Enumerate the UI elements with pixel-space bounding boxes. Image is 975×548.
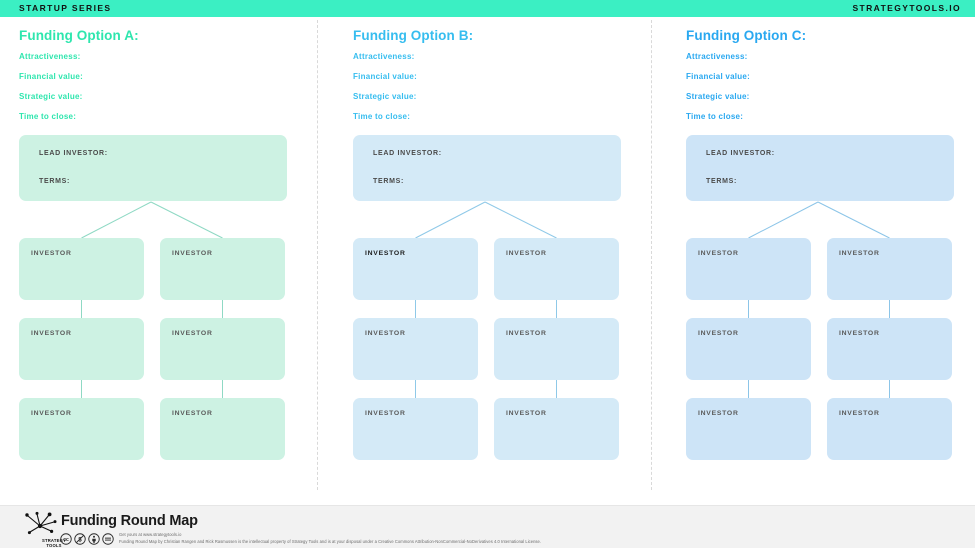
logo-word-line1: STRATEGY (41, 538, 67, 543)
investor-box-c-5[interactable]: INVESTOR (686, 398, 811, 460)
investor-label-c-3: INVESTOR (698, 330, 739, 337)
investor-box-b-4[interactable]: INVESTOR (494, 318, 619, 380)
criterion-label-c-2[interactable]: Strategic value: (686, 92, 750, 101)
investor-box-a-4[interactable]: INVESTOR (160, 318, 285, 380)
lead-investor-label-b: LEAD INVESTOR: (373, 150, 442, 157)
logo-word-line2: TOOLS (46, 543, 62, 548)
brand-url-label: STRATEGYTOOLS.IO (852, 3, 961, 13)
investor-box-c-3[interactable]: INVESTOR (686, 318, 811, 380)
investor-box-b-1[interactable]: INVESTOR (353, 238, 478, 300)
investor-label-b-5: INVESTOR (365, 410, 406, 417)
lead-investor-box-b[interactable]: LEAD INVESTOR: TERMS: (353, 135, 621, 201)
investor-box-b-6[interactable]: INVESTOR (494, 398, 619, 460)
criterion-label-b-2[interactable]: Strategic value: (353, 92, 417, 101)
investor-box-a-5[interactable]: INVESTOR (19, 398, 144, 460)
investor-label-c-2: INVESTOR (839, 250, 880, 257)
investor-label-a-2: INVESTOR (172, 250, 213, 257)
criterion-label-b-3[interactable]: Time to close: (353, 112, 411, 121)
investor-box-c-4[interactable]: INVESTOR (827, 318, 952, 380)
investor-box-a-1[interactable]: INVESTOR (19, 238, 144, 300)
svg-text:$: $ (78, 537, 82, 543)
criterion-label-c-3[interactable]: Time to close: (686, 112, 744, 121)
svg-text:cc: cc (63, 537, 69, 543)
strategy-tools-logo: STRATEGY TOOLS (18, 511, 68, 548)
footer-license-line: Funding Round Map by Christian Rangen an… (119, 539, 542, 544)
investor-label-b-4: INVESTOR (506, 330, 547, 337)
funding-option-title-b: Funding Option B: (353, 28, 474, 43)
footer-get-yours-line: Get yours at www.strategytools.io (119, 532, 182, 537)
investor-box-b-2[interactable]: INVESTOR (494, 238, 619, 300)
investor-label-a-3: INVESTOR (31, 330, 72, 337)
investor-label-c-5: INVESTOR (698, 410, 739, 417)
investor-label-c-1: INVESTOR (698, 250, 739, 257)
investor-box-b-3[interactable]: INVESTOR (353, 318, 478, 380)
funding-option-column-c: Funding Option C: Attractiveness: Financia… (667, 17, 975, 487)
footer-bar: STRATEGY TOOLS Funding Round Map cc $ (0, 505, 975, 548)
terms-label-a: TERMS: (39, 178, 71, 185)
investor-label-b-6: INVESTOR (506, 410, 547, 417)
investor-label-c-4: INVESTOR (839, 330, 880, 337)
lead-investor-box-a[interactable]: LEAD INVESTOR: TERMS: (19, 135, 287, 201)
funding-option-title-c: Funding Option C: (686, 28, 807, 43)
investor-box-c-2[interactable]: INVESTOR (827, 238, 952, 300)
investor-box-a-6[interactable]: INVESTOR (160, 398, 285, 460)
investor-box-b-5[interactable]: INVESTOR (353, 398, 478, 460)
cc-icon: cc (60, 533, 72, 545)
nc-icon: $ (74, 533, 86, 545)
funding-option-column-a: Funding Option A: Attractiveness: Financia… (0, 17, 317, 487)
lead-investor-label-c: LEAD INVESTOR: (706, 150, 775, 157)
column-divider-2 (651, 20, 652, 490)
lead-investor-label-a: LEAD INVESTOR: (39, 150, 108, 157)
criterion-label-a-1[interactable]: Financial value: (19, 72, 84, 81)
investor-label-a-1: INVESTOR (31, 250, 72, 257)
investor-label-a-6: INVESTOR (172, 410, 213, 417)
investor-label-a-4: INVESTOR (172, 330, 213, 337)
lead-investor-box-c[interactable]: LEAD INVESTOR: TERMS: (686, 135, 954, 201)
document-title: Funding Round Map (61, 513, 198, 529)
investor-label-a-5: INVESTOR (31, 410, 72, 417)
terms-label-c: TERMS: (706, 178, 738, 185)
investor-box-c-1[interactable]: INVESTOR (686, 238, 811, 300)
logo-wordmark: STRATEGY TOOLS (40, 538, 68, 548)
criterion-label-b-1[interactable]: Financial value: (353, 72, 418, 81)
criterion-label-c-1[interactable]: Financial value: (686, 72, 751, 81)
criterion-label-a-2[interactable]: Strategic value: (19, 92, 83, 101)
criterion-label-b-0[interactable]: Attractiveness: (353, 52, 415, 61)
investor-label-c-6: INVESTOR (839, 410, 880, 417)
series-label: STARTUP SERIES (19, 3, 112, 13)
terms-label-b: TERMS: (373, 178, 405, 185)
criterion-label-a-0[interactable]: Attractiveness: (19, 52, 81, 61)
investor-box-c-6[interactable]: INVESTOR (827, 398, 952, 460)
investor-box-a-3[interactable]: INVESTOR (19, 318, 144, 380)
creative-commons-badges: cc $ (60, 533, 114, 545)
funding-option-column-b: Funding Option B: Attractiveness: Financia… (334, 17, 651, 487)
nd-icon (102, 533, 114, 545)
column-divider-1 (317, 20, 318, 490)
investor-box-a-2[interactable]: INVESTOR (160, 238, 285, 300)
by-icon (88, 533, 100, 545)
funding-option-title-a: Funding Option A: (19, 28, 139, 43)
top-header-bar: STARTUP SERIES STRATEGYTOOLS.IO (0, 0, 975, 17)
investor-label-b-2: INVESTOR (506, 250, 547, 257)
investor-label-b-1: INVESTOR (365, 250, 406, 257)
investor-label-b-3: INVESTOR (365, 330, 406, 337)
criterion-label-c-0[interactable]: Attractiveness: (686, 52, 748, 61)
criterion-label-a-3[interactable]: Time to close: (19, 112, 77, 121)
